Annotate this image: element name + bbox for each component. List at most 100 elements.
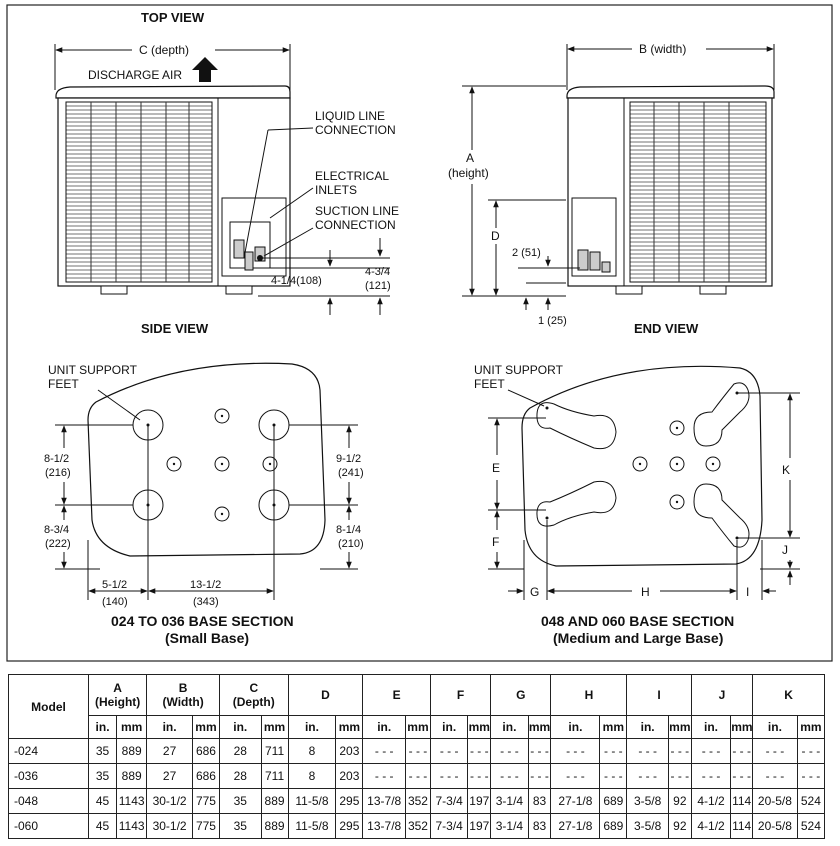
unit-mm-cell: mm [405, 715, 431, 739]
drawing-frame [6, 4, 833, 662]
side-view-title: SIDE VIEW [141, 321, 209, 336]
table-cell: 20-5/8 [752, 788, 798, 814]
table-cell: 13-7/8 [362, 813, 406, 839]
table-cell: - - - [405, 763, 431, 789]
electrical-inlets-label-1: ELECTRICAL [315, 169, 389, 183]
unit-in-cell: in. [287, 715, 337, 739]
column-header-e: E [362, 674, 431, 716]
table-cell: 295 [335, 788, 364, 814]
table-cell: - - - [467, 738, 492, 764]
dim-4-3-4: 4-3/4 [365, 266, 390, 278]
table-cell: 352 [405, 813, 431, 839]
column-header-f: F [429, 674, 492, 716]
small-base-caption: 024 TO 036 BASE SECTION [111, 613, 294, 629]
unit-in-cell: in. [362, 715, 406, 739]
column-header-letter: G [516, 688, 526, 702]
table-cell: 1143 [116, 813, 148, 839]
table-cell: 13-7/8 [362, 788, 406, 814]
table-cell: - - - [667, 763, 692, 789]
table-cell: 889 [260, 788, 289, 814]
unit-mm-cell: mm [599, 715, 628, 739]
table-cell: 689 [599, 813, 628, 839]
unit-mm-cell: mm [116, 715, 148, 739]
table-cell: 30-1/2 [146, 788, 193, 814]
discharge-air-arrow-icon [192, 57, 218, 82]
e-label: E [492, 461, 500, 475]
table-cell: 775 [191, 813, 220, 839]
table-cell: - - - [730, 763, 754, 789]
table-cell: - - - [796, 738, 826, 764]
table-cell: 775 [191, 788, 220, 814]
table-cell: 889 [260, 813, 289, 839]
table-cell: - - - [690, 738, 732, 764]
table-cell: 28 [218, 738, 262, 764]
table-cell: 27-1/8 [550, 813, 601, 839]
top-view-title: TOP VIEW [141, 10, 205, 25]
table-cell: 686 [191, 738, 220, 764]
unit-support-label-1: UNIT SUPPORT [48, 363, 138, 377]
side-coil-grille [65, 101, 213, 283]
table-cell: - - - [599, 763, 628, 789]
unit-in-cell: in. [490, 715, 529, 739]
unit-in-cell: in. [88, 715, 118, 739]
dim-343: (343) [193, 596, 219, 608]
column-header-sub: (Depth) [232, 695, 275, 709]
table-cell: 7-3/4 [429, 788, 469, 814]
column-header-letter: B [178, 681, 188, 695]
table-cell: - - - [752, 763, 798, 789]
table-cell: 45 [88, 788, 118, 814]
dim-5-1-2: 5-1/2 [102, 579, 127, 591]
dim-8-1-4: 8-1/4 [336, 524, 361, 536]
table-cell: 295 [335, 813, 364, 839]
table-cell: - - - [405, 738, 431, 764]
d-label: D [491, 229, 500, 243]
table-cell: 4-1/2 [690, 813, 732, 839]
small-base-subcaption: (Small Base) [165, 630, 249, 646]
model-cell: -060 [7, 813, 90, 839]
liquid-line-label-2: CONNECTION [315, 123, 396, 137]
unit-in-cell: in. [429, 715, 469, 739]
i-label: I [746, 585, 749, 599]
unit-mm-cell: mm [335, 715, 364, 739]
table-cell: - - - [550, 738, 601, 764]
table-cell: - - - [362, 738, 406, 764]
table-cell: 524 [796, 813, 826, 839]
dim-241: (241) [338, 467, 364, 479]
k-label: K [782, 463, 790, 477]
dim-8-3-4: 8-3/4 [44, 524, 69, 536]
column-header-i: I [626, 674, 692, 716]
table-cell: 197 [467, 813, 492, 839]
large-base-subcaption: (Medium and Large Base) [553, 630, 723, 646]
column-header-a: A(Height) [88, 674, 148, 716]
table-cell: 352 [405, 788, 431, 814]
table-cell: - - - [550, 763, 601, 789]
table-cell: 114 [730, 788, 754, 814]
unit-mm-cell: mm [527, 715, 552, 739]
table-cell: 45 [88, 813, 118, 839]
dim-222: (222) [45, 538, 71, 550]
table-cell: 197 [467, 788, 492, 814]
model-cell: -024 [7, 738, 90, 764]
table-cell: - - - [429, 738, 469, 764]
unit-in-cell: in. [550, 715, 601, 739]
small-base-section: UNIT SUPPORT FEET 8-1/2 (216) 8-3/4 (222… [44, 362, 364, 646]
dim-4-1-4: 4-1/4(108) [271, 275, 322, 287]
table-cell: 27-1/8 [550, 788, 601, 814]
column-header-letter: H [584, 688, 594, 702]
unit-mm-cell: mm [796, 715, 826, 739]
support-foot [536, 402, 617, 450]
table-cell: 7-3/4 [429, 813, 469, 839]
a-label: A [466, 151, 474, 165]
dimension-drawing: TOP VIEW C (depth) DISCHARGE AIR [6, 4, 833, 662]
table-cell: 203 [335, 763, 364, 789]
table-cell: 114 [730, 813, 754, 839]
table-cell: - - - [599, 738, 628, 764]
dim-140: (140) [102, 596, 128, 608]
unit-mm-cell: mm [260, 715, 289, 739]
table-cell: 689 [599, 788, 628, 814]
large-base-caption: 048 AND 060 BASE SECTION [541, 613, 734, 629]
column-header-d: D [287, 674, 364, 716]
model-cell: -036 [7, 763, 90, 789]
unit-in-cell: in. [690, 715, 732, 739]
